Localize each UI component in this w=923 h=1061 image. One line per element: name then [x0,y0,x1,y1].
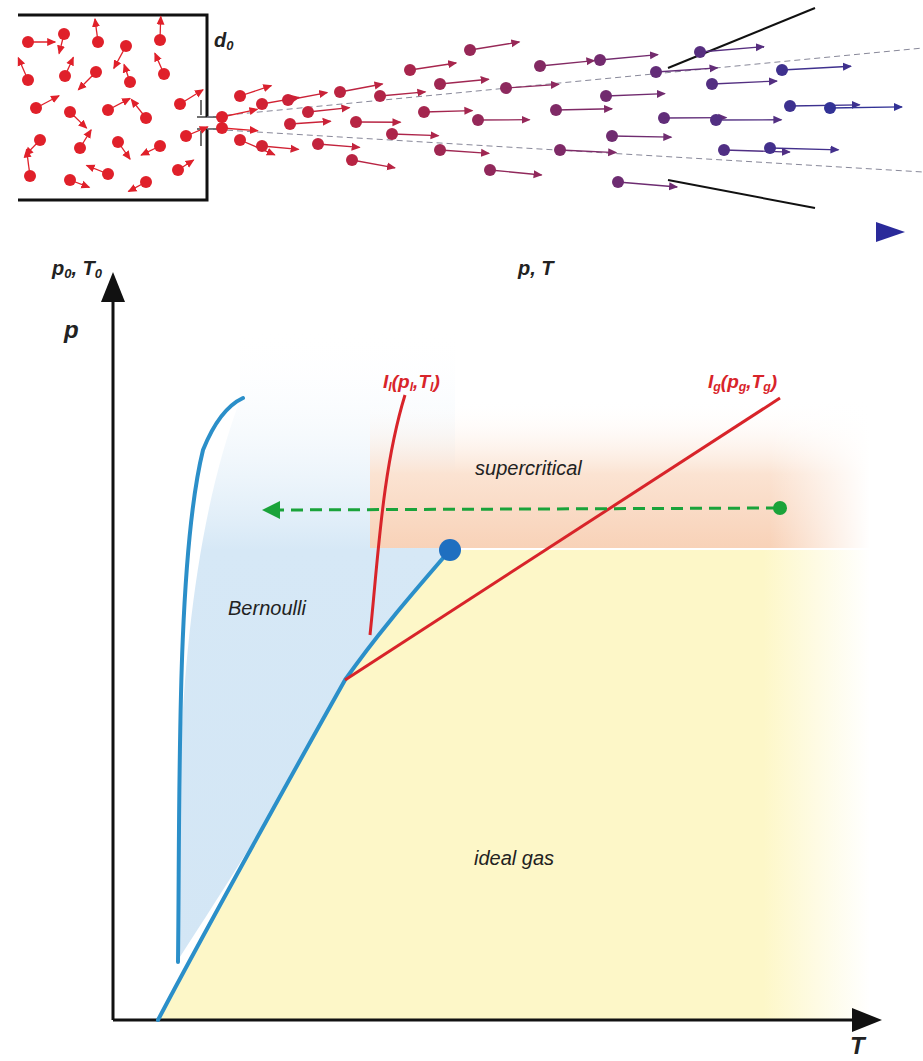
label: p, T [518,258,554,278]
velocity-arrow [78,72,96,90]
velocity-arrow [108,98,130,110]
velocity-arrow [18,58,28,80]
velocity-arrow [770,148,838,150]
velocity-arrow [87,165,108,174]
velocity-arrow [128,182,146,191]
label: p [64,318,79,342]
velocity-arrow [506,84,559,88]
velocity-arrow [222,128,258,131]
velocity-arrow [600,55,658,60]
velocity-arrow [612,136,671,137]
velocity-arrow [141,146,160,155]
velocity-arrow [288,93,327,100]
velocity-arrow [724,150,790,152]
label: supercritical [475,458,582,478]
velocity-arrow [178,160,194,170]
velocity-arrow [470,42,519,50]
velocity-arrow [618,182,677,187]
velocity-arrow [262,146,299,149]
velocity-arrow [440,79,489,84]
velocity-arrow [36,96,59,108]
velocity-arrow [159,17,161,40]
velocity-arrow [700,47,764,52]
velocity-arrow [70,180,89,187]
velocity-arrow [186,127,208,136]
label: Il(pl,Tl) [383,372,440,391]
velocity-arrow [380,92,425,96]
velocity-arrow [95,19,98,42]
velocity-arrow [556,109,612,110]
velocity-arrow [222,109,257,117]
label: Ig(pg,Tg) [708,372,777,391]
velocity-arrow [155,53,164,74]
label: ideal gas [474,848,554,868]
velocity-arrow [352,160,395,168]
label: d0 [214,30,233,50]
velocity-arrow [656,68,718,72]
velocity-arrow [65,57,73,76]
velocity-arrow [180,90,203,104]
label: p0, T0 [52,258,102,278]
velocity-arrow [80,130,91,148]
velocity-arrow [392,134,438,136]
velocity-arrow [712,81,777,84]
velocity-arrow [540,61,594,66]
velocity-arrow [782,66,851,70]
velocity-arrow [410,63,456,70]
velocity-arrow [560,150,616,153]
velocity-arrow [28,41,55,42]
label: Bernoulli [228,598,306,618]
velocity-arrow [478,119,530,121]
velocity-arrow [27,149,30,176]
velocity-arrow [440,150,489,153]
velocity-arrow [290,121,331,124]
velocity-arrow [70,112,87,128]
velocity-arrow [318,144,360,147]
velocity-arrow [118,142,130,159]
velocity-arrow [340,84,383,92]
velocity-arrow [131,99,146,118]
velocity-arrow [308,108,349,112]
velocity-arrow [124,64,130,82]
velocity-arrow [490,170,542,175]
velocity-arrow [356,121,400,123]
velocity-arrow [424,111,472,112]
velocity-arrow [240,86,271,96]
label: T [850,1034,865,1058]
velocity-arrow [716,119,781,121]
velocity-arrow [59,34,64,53]
velocity-arrow [240,140,275,155]
velocity-arrow [606,94,665,96]
velocity-arrow [830,107,902,108]
